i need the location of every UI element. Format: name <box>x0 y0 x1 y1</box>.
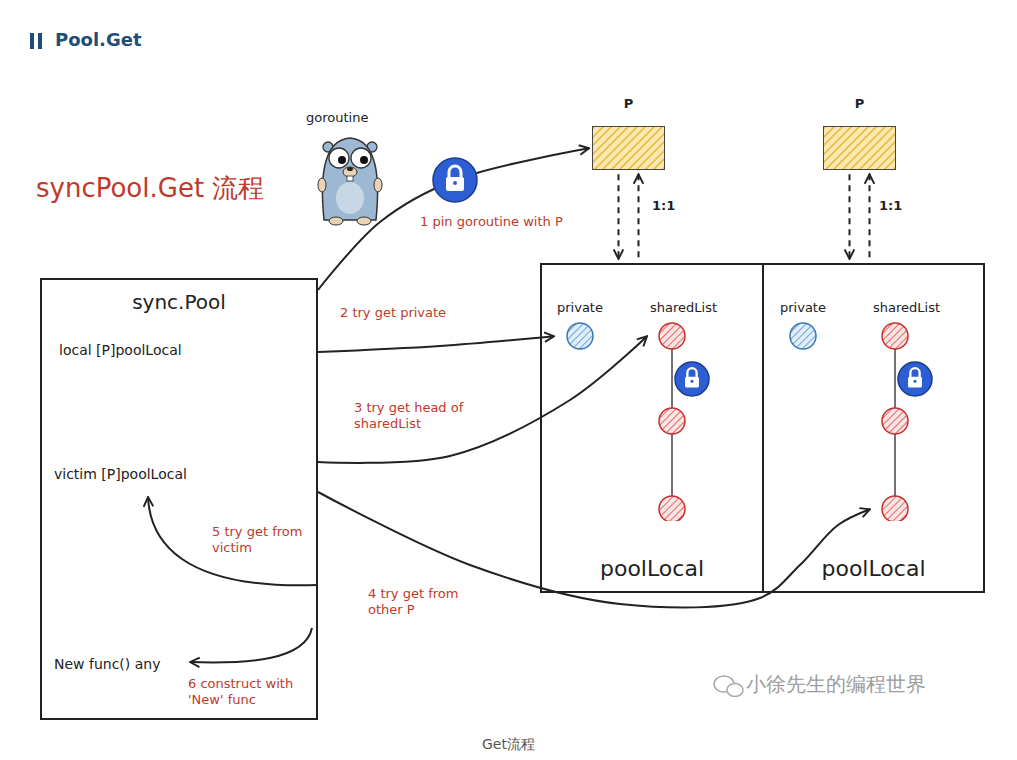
processor-label: P <box>592 96 665 112</box>
gopher-figure <box>318 138 382 225</box>
processor-box: P <box>592 96 665 170</box>
field-label: victim [P]poolLocal <box>54 466 187 484</box>
ratio-label: 1:1 <box>650 198 677 214</box>
watermark: 小徐先生的编程世界 <box>746 672 926 697</box>
slot-label: private <box>780 300 826 316</box>
slot-circle <box>780 321 826 351</box>
shared-list: sharedList <box>873 300 965 521</box>
list-chain <box>650 321 742 521</box>
figure-caption: Get流程 <box>482 736 535 754</box>
processor-rect <box>823 126 896 170</box>
lock-icon <box>898 362 932 396</box>
struct-name: sync.Pool <box>132 290 226 315</box>
list-label: sharedList <box>873 300 965 316</box>
binding-arrow <box>619 174 639 259</box>
step-label: 6 construct with 'New' func <box>188 676 312 709</box>
page-title: Pool.Get <box>55 29 142 52</box>
ratio-label: 1:1 <box>877 198 904 214</box>
slot-label: private <box>557 300 603 316</box>
private-slot: private <box>557 300 603 351</box>
pool-local-box: poolLocal private sharedList <box>762 263 985 593</box>
new-func-arrow <box>190 628 312 662</box>
wechat-icon <box>714 676 743 697</box>
private-slot: private <box>780 300 826 351</box>
step-label: 2 try get private <box>338 305 448 321</box>
step-label: 5 try get from victim <box>212 524 304 557</box>
lock-icon <box>433 158 477 202</box>
figure-label: goroutine <box>306 110 368 126</box>
slot-circle <box>557 321 603 351</box>
processor-label: P <box>823 96 896 112</box>
field-label: local [P]poolLocal <box>59 342 182 360</box>
shared-list: sharedList <box>650 300 742 521</box>
list-label: sharedList <box>650 300 742 316</box>
processor-rect <box>592 126 665 170</box>
step-arrow <box>318 148 589 290</box>
pool-local-box: poolLocal private sharedList <box>540 263 764 593</box>
pool-struct-box: sync.Pool local [P]poolLocal victim [P]poo… <box>40 278 318 720</box>
list-chain <box>873 321 965 521</box>
step-arrow <box>318 336 647 463</box>
victim-arrow <box>148 497 318 585</box>
step-arrow <box>318 336 554 352</box>
heading-bars <box>30 33 42 49</box>
processor-box: P <box>823 96 896 170</box>
binding-arrow <box>850 174 870 259</box>
step-label: 4 try get from other P <box>366 586 495 619</box>
diagram-heading: syncPool.Get 流程 <box>36 172 264 205</box>
field-label: New func() any <box>54 656 160 674</box>
step-label: 3 try get head of sharedList <box>352 400 486 433</box>
step-label: 1 pin goroutine with P <box>418 214 565 230</box>
box-title: poolLocal <box>600 555 704 583</box>
lock-icon <box>675 362 709 396</box>
box-title: poolLocal <box>821 555 925 583</box>
